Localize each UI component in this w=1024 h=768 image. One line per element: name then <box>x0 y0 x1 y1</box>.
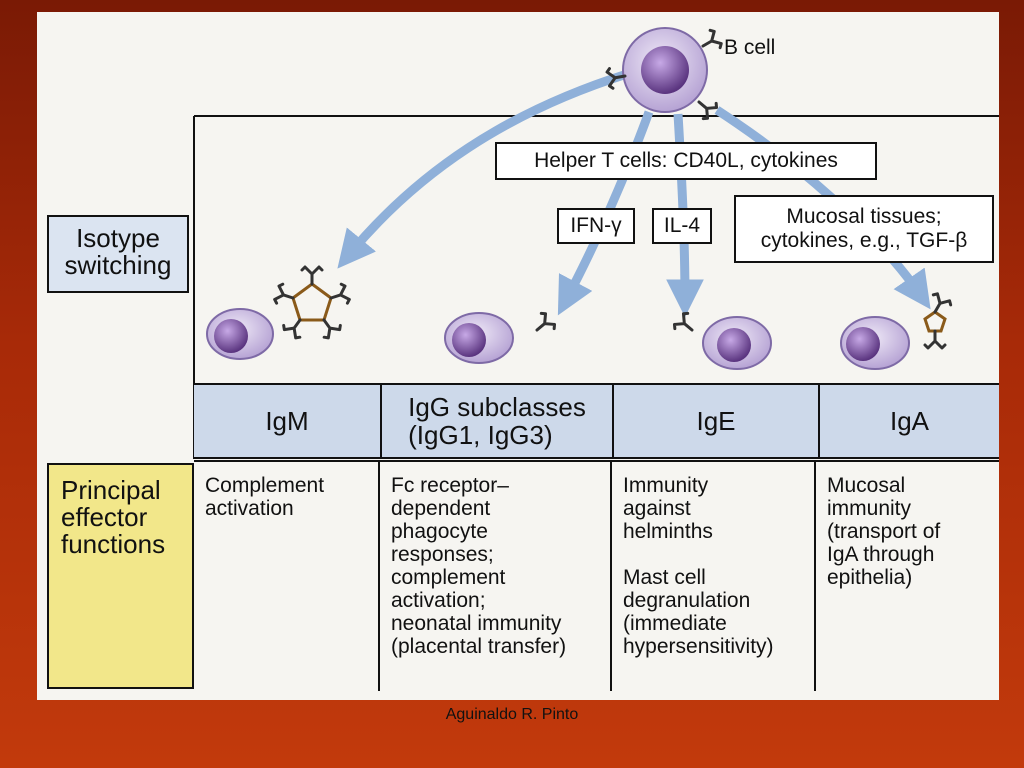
principal-effector-functions-label: Principal effector functions <box>47 463 194 689</box>
effector-igg: Fc receptor– dependent phagocyte respons… <box>391 474 567 658</box>
isotype-switching-label: Isotype switching <box>47 215 189 293</box>
plasma-cell-igg <box>444 312 514 364</box>
plasma-cell-ige <box>702 316 772 370</box>
igg-antibody <box>529 309 558 340</box>
isotype-igm: IgM <box>265 406 309 436</box>
author-credit: Aguinaldo R. Pinto <box>445 706 579 723</box>
effector-igm: Complement activation <box>205 474 325 520</box>
arrow-to-igm <box>337 69 629 269</box>
b-cell-label: B cell <box>724 36 776 59</box>
effector-divider-2 <box>610 461 612 691</box>
ifn-gamma-box: IFN-γ <box>557 208 635 244</box>
arrow-to-igg <box>557 110 654 316</box>
b-cell <box>605 27 725 123</box>
igm-pentamer <box>272 265 352 342</box>
isotype-ige: IgE <box>612 385 818 457</box>
iga-dimer <box>923 290 954 350</box>
effector-ige: Immunity against helminths Mast cell deg… <box>623 474 774 658</box>
isotype-igg: IgG subclasses (IgG1, IgG3) <box>380 385 612 457</box>
effector-divider-3 <box>814 461 816 691</box>
effector-divider-1 <box>378 461 380 691</box>
mucosal-tissues-box: Mucosal tissues; cytokines, e.g., TGF-β <box>734 195 994 263</box>
plasma-cell-iga <box>840 316 910 370</box>
isotype-band: IgM IgG subclasses (IgG1, IgG3) IgE IgA <box>194 383 999 459</box>
effector-iga: Mucosal immunity (transport of IgA throu… <box>827 474 941 589</box>
isotype-iga: IgA <box>818 385 999 457</box>
helper-t-cells-box: Helper T cells: CD40L, cytokines <box>495 142 877 180</box>
ige-antibody <box>671 309 700 340</box>
il4-box: IL-4 <box>652 208 712 244</box>
diagram-panel: B cell Helper T cells: CD40L, cytokines … <box>37 12 999 700</box>
plasma-cell-igm <box>206 308 274 360</box>
